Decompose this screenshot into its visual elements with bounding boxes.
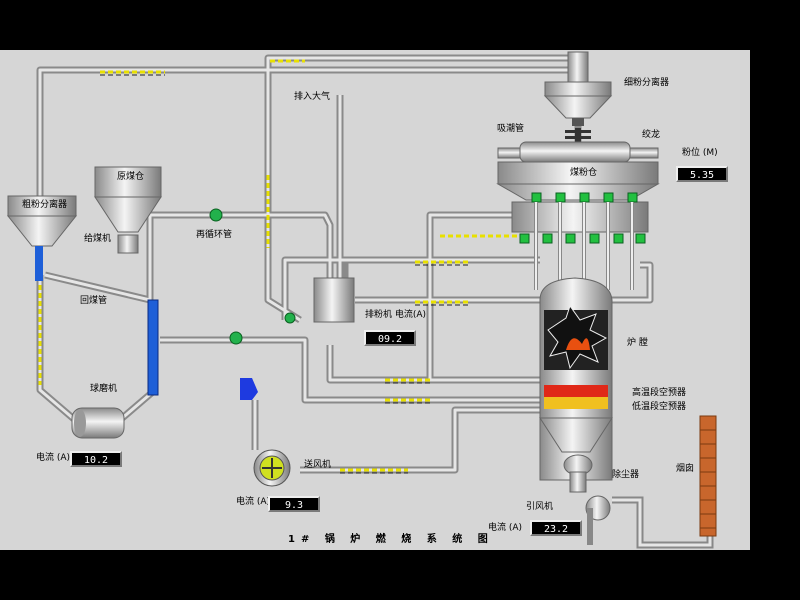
recirc-valve: [209, 208, 223, 222]
coal-feeder-label: 给煤机: [84, 234, 112, 244]
chimney-label: 烟囱: [676, 464, 695, 474]
exhauster-valve: [284, 312, 296, 324]
mill-left-pipe: [36, 275, 78, 423]
mill-current-label: 电流 (A): [36, 453, 71, 463]
ball-mill: [71, 407, 125, 439]
return-pipe-label: 回煤管: [80, 296, 108, 306]
blower-current-display: 9.3: [268, 496, 320, 512]
diagram-title: 1# 锅 炉 燃 烧 系 统 图: [288, 534, 494, 545]
coarse-separator-label: 粗粉分离器: [22, 200, 68, 210]
auger: [497, 128, 659, 163]
fine-separator: [543, 51, 613, 126]
blue-column: [147, 299, 159, 396]
exhauster-current-display: 09.2: [364, 330, 416, 346]
powder-bin-label: 煤粉仓: [570, 168, 598, 178]
valves: [209, 208, 296, 345]
recirc-pipe-label: 再循环管: [196, 230, 233, 240]
furnace: [539, 277, 613, 481]
raw-bin-label: 原煤仓: [117, 172, 145, 182]
mid-horizontal-pipe: [160, 336, 540, 404]
furnace-label: 炉 膛: [627, 338, 648, 348]
powder-level-label: 粉位 (M): [682, 148, 718, 158]
flow-indicators: [38, 59, 520, 472]
powder-level-display: 5.35: [676, 166, 728, 182]
exhauster: [313, 277, 355, 323]
mid-valve: [229, 331, 243, 345]
ball-mill-label: 球磨机: [90, 384, 118, 394]
exhauster-current-label: 排粉机 电流(A): [365, 310, 427, 320]
powder-feeders: [519, 192, 646, 244]
auger-label: 绞龙: [642, 130, 661, 140]
mill-current-display: 10.2: [70, 451, 122, 467]
induced-current-display: 23.2: [530, 520, 582, 536]
induced-fan-label: 引风机: [526, 502, 554, 512]
fine-separator-label: 细粉分离器: [624, 78, 670, 88]
exhaust-label: 排入大气: [294, 92, 331, 102]
blower-label: 送风机: [304, 460, 332, 470]
raw-coal-bin: [94, 166, 162, 254]
flame-icon: [547, 304, 608, 370]
chimney: [699, 415, 717, 537]
blower-current-label: 电流 (A): [236, 497, 271, 507]
induced-current-label: 电流 (A): [488, 523, 523, 533]
dust-collector-label: 除尘器: [612, 470, 640, 480]
blower-pipe: [300, 406, 545, 474]
coarse-separator: [6, 195, 78, 281]
high-temp-preheater-label: 高温段空预器: [632, 388, 687, 398]
mid-horizontal-pipe-2: [326, 345, 545, 384]
moisture-pipe-label: 吸潮管: [497, 124, 525, 134]
blower: [240, 378, 291, 487]
powder-bin: [496, 161, 660, 290]
dust-collector-fan: [563, 454, 714, 549]
low-temp-preheater-label: 低温段空预器: [632, 402, 687, 412]
